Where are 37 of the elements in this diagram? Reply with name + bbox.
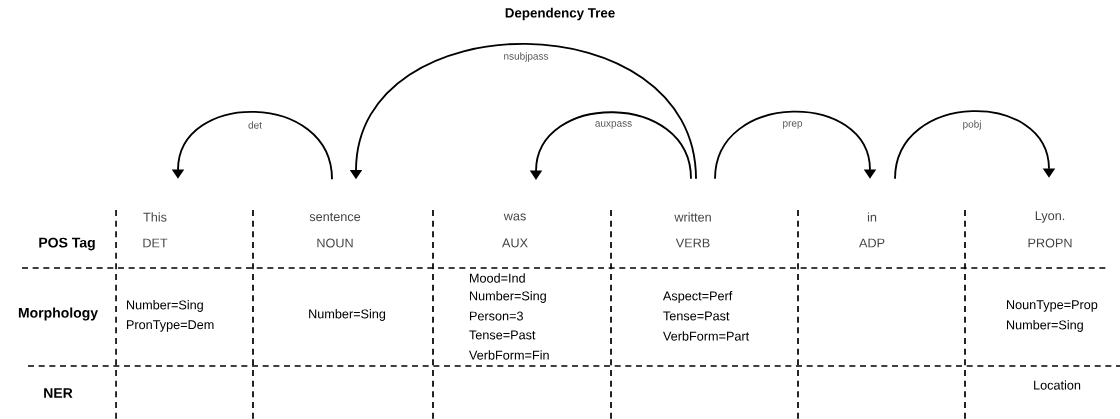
feature-text: Number=Sing: [470, 291, 546, 303]
word-text: in: [867, 212, 877, 222]
row-header: POS Tag: [39, 237, 95, 251]
feature-text: Person=3: [470, 311, 523, 321]
arc-label: auxpass: [594, 120, 633, 130]
feature-text: PronType=Dem: [127, 320, 214, 332]
arc-label: det: [247, 120, 263, 130]
pos-tag: ADP: [859, 238, 885, 248]
word-text: sentence: [309, 212, 361, 222]
row-header: NER: [44, 388, 73, 398]
dependency-arc: [894, 110, 1056, 180]
arc-label: pobj: [961, 119, 983, 131]
row-header: Morphology: [18, 307, 98, 321]
pos-tag: AUX: [502, 238, 528, 248]
feature-text: VerbForm=Fin: [469, 350, 549, 360]
feature-text: VerbForm=Part: [663, 331, 750, 341]
feature-text: Mood=Ind: [470, 273, 525, 283]
title: Dependency Tree: [505, 7, 615, 21]
pos-tag: NOUN: [317, 238, 353, 248]
feature-text: Number=Sing: [1007, 320, 1083, 332]
dependency-arc: [714, 110, 877, 180]
feature-text: Tense=Past: [469, 330, 536, 340]
word-text: This: [143, 212, 167, 222]
feature-text: Tense=Past: [663, 311, 730, 321]
feature-text: NounType=Prop: [1007, 300, 1098, 312]
pos-tag: VERB: [675, 238, 710, 248]
word-text: was: [503, 213, 526, 221]
feature-text: Number=Sing: [127, 300, 203, 312]
feature-text: Aspect=Perf: [662, 291, 733, 303]
entity-label: Location: [1034, 380, 1081, 390]
arc-label: nsubjpass: [502, 51, 550, 63]
arc-label: prep: [781, 120, 804, 130]
pos-tag: DET: [143, 238, 168, 248]
feature-text: Number=Sing: [309, 309, 386, 321]
word-text: written: [674, 212, 711, 222]
word-text: Lyon.: [1035, 211, 1065, 223]
pos-tag: PROPN: [1028, 238, 1072, 248]
